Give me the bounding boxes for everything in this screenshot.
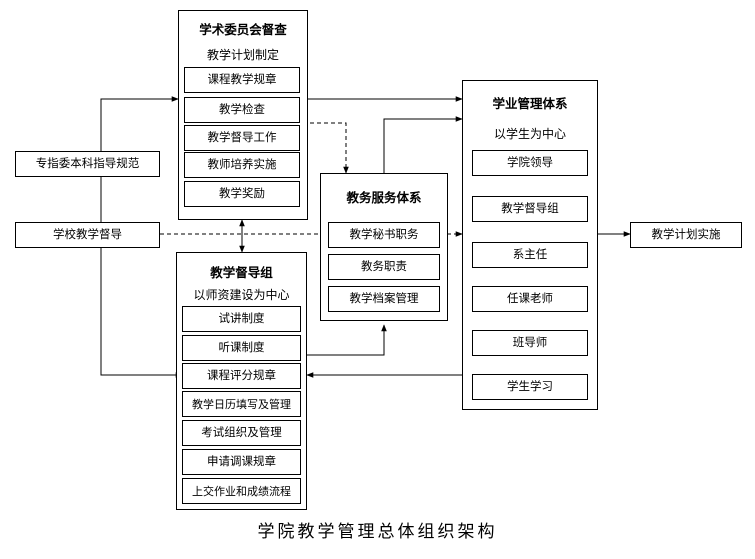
supervision-group-subtitle: 以师资建设为中心 bbox=[193, 288, 290, 302]
academic-committee-subtitle: 教学计划制定 bbox=[206, 48, 279, 62]
committee-item: 课程教学规章 bbox=[184, 67, 300, 93]
guideline-box: 专指委本科指导规范 bbox=[15, 151, 160, 177]
supervision-group-title: 教学督导组 bbox=[210, 265, 273, 280]
committee-item: 教学督导工作 bbox=[184, 125, 300, 151]
supervision-item: 教学日历填写及管理 bbox=[182, 391, 301, 417]
wire-supervision-to-service bbox=[303, 324, 387, 356]
management-item: 学生学习 bbox=[472, 374, 588, 400]
management-system-title: 学业管理体系 bbox=[492, 96, 568, 111]
supervision-item: 试讲制度 bbox=[182, 306, 301, 332]
service-item: 教学秘书职务 bbox=[328, 222, 440, 248]
management-item: 系主任 bbox=[472, 242, 588, 268]
supervision-item: 考试组织及管理 bbox=[182, 420, 301, 446]
supervision-item: 上交作业和成绩流程 bbox=[182, 478, 301, 504]
school-supervision-box: 学校教学督导 bbox=[15, 222, 160, 248]
academic-committee-title: 学术委员会督查 bbox=[199, 22, 287, 37]
diagram-caption: 学院教学管理总体组织架构 bbox=[257, 522, 498, 542]
supervision-item: 申请调课规章 bbox=[182, 449, 301, 475]
supervision-item: 课程评分规章 bbox=[182, 363, 301, 389]
service-item: 教务职责 bbox=[328, 254, 440, 280]
management-item: 班导师 bbox=[472, 330, 588, 356]
wire-committee-to-service bbox=[303, 122, 349, 174]
service-system-title: 教务服务体系 bbox=[346, 190, 422, 205]
wire-service-to-management bbox=[383, 116, 463, 173]
wire-guideline-to-supervision bbox=[100, 177, 183, 378]
committee-item: 教师培养实施 bbox=[184, 152, 300, 178]
plan-implementation-box: 教学计划实施 bbox=[630, 222, 742, 248]
management-item: 任课老师 bbox=[472, 286, 588, 312]
management-system-subtitle: 以学生为中心 bbox=[493, 127, 566, 141]
supervision-item: 听课制度 bbox=[182, 335, 301, 361]
committee-item: 教学奖励 bbox=[184, 181, 300, 207]
committee-item: 教学检查 bbox=[184, 97, 300, 123]
management-item: 教学督导组 bbox=[472, 196, 588, 222]
wire-guideline-to-committee bbox=[100, 96, 179, 151]
management-item: 学院领导 bbox=[472, 150, 588, 176]
service-item: 教学档案管理 bbox=[328, 286, 440, 312]
